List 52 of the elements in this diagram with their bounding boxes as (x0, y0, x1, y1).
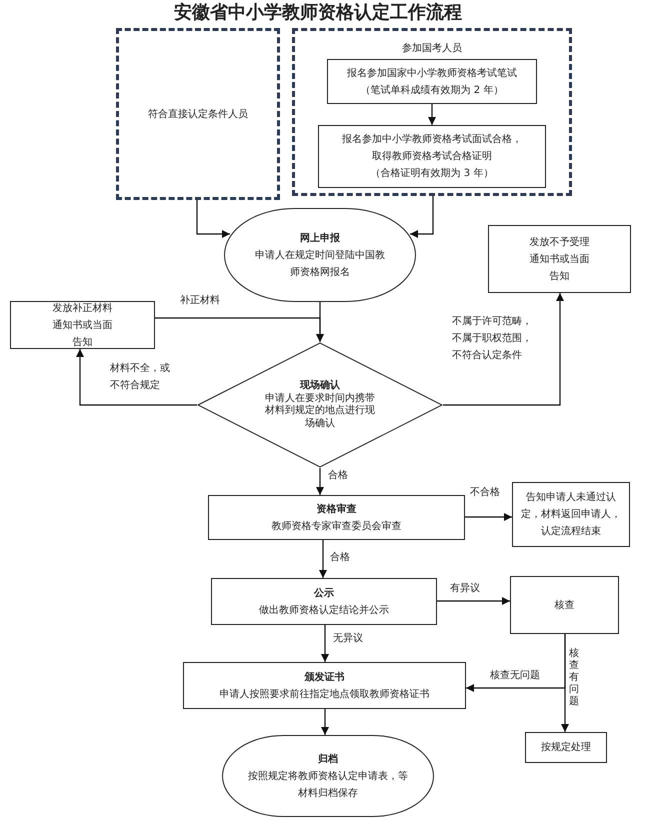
arrow (76, 349, 197, 406)
arrow (428, 104, 436, 125)
step-text: 教师资格专家审查委员会审查 (272, 520, 402, 534)
step-text: 按规定处理 (541, 740, 591, 755)
step-title: 颁发证书 (304, 670, 344, 684)
step-text: 报名参加中小学教师资格考试面试合格， (342, 132, 522, 147)
step-text: 申请人在规定时间登陆中国教师资格网报名 (255, 248, 385, 280)
step-text: 报名参加国家中小学教师资格考试笔试 (347, 66, 517, 80)
process-box (10, 301, 155, 349)
process-box (525, 732, 607, 763)
group-heading: 参加国考人员 (402, 42, 462, 56)
step-title: 归档 (318, 752, 338, 766)
step-text: 申请人按照要求前往指定地点领取教师资格证书 (220, 688, 430, 702)
step-text: 发放补正材料通知书或当面告知 (52, 302, 114, 350)
step-text: 发放不予受理通知书或当面告知 (528, 236, 590, 284)
arrow (155, 317, 324, 342)
group-frame (292, 28, 572, 196)
arrow (321, 625, 329, 662)
arrow (465, 513, 512, 521)
step-text: 取得教师资格考试合格证明 (372, 150, 492, 164)
step-text: 核查 (554, 598, 574, 612)
process-box (327, 59, 537, 104)
step-text: 告知申请人未通过认定，材料返回申请人，认定流程结束 (521, 490, 621, 539)
arrow (321, 709, 329, 735)
step-title: 现场确认 (300, 380, 340, 392)
step-text: （合格证明有效期为 3 年） (370, 166, 494, 181)
process-box (183, 662, 466, 709)
title: 安徽省中小学教师资格认定工作流程 (173, 1, 463, 24)
process-box (208, 495, 465, 540)
step-text: （笔试单科成绩有效期为 2 年） (360, 84, 504, 98)
arrow (561, 634, 569, 732)
process-box (512, 482, 630, 547)
step-title: 公示 (314, 586, 334, 600)
step-text: 按照规定将教师资格认定申请表，等材料归档保存 (247, 770, 409, 800)
arrow (410, 196, 434, 238)
group-frame (116, 28, 280, 200)
arrow (319, 540, 327, 578)
process-box (510, 576, 619, 634)
arrow (196, 200, 230, 238)
step-title: 网上申报 (300, 232, 340, 246)
arrow (443, 293, 564, 406)
arrow (316, 468, 324, 495)
process-box (488, 225, 631, 293)
step-text: 做出教师资格认定结论并公示 (259, 604, 389, 618)
step-text: 申请人在要求时间内携带材料到规定的地点进行现场确认 (264, 392, 376, 430)
process-box (318, 125, 546, 188)
step-title: 资格审查 (316, 502, 356, 516)
process-box (211, 578, 437, 625)
decision-diamond (197, 342, 443, 468)
arrow (437, 597, 510, 605)
edge-label: 核查有问题 (569, 648, 580, 708)
step-text: 符合直接认定条件人员 (148, 108, 248, 122)
